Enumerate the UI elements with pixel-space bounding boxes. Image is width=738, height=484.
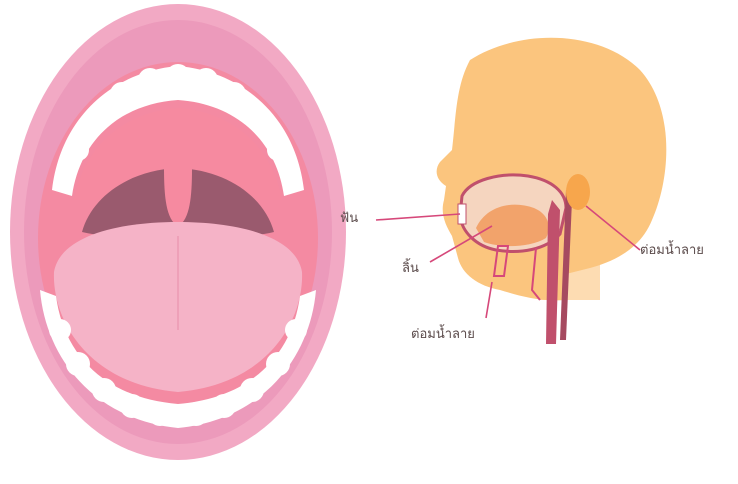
open-mouth-front-view: [10, 4, 346, 460]
teeth-label: ฟัน: [340, 212, 358, 225]
salivary-gland-label-right: ต่อมน้ำลาย: [640, 244, 704, 257]
tongue-label: ลิ้น: [402, 262, 419, 275]
salivary-gland-parotid: [566, 174, 590, 210]
salivary-gland-label-bottom: ต่อมน้ำลาย: [411, 328, 475, 341]
leader-gland-bottom: [486, 282, 492, 318]
esophagus: [546, 200, 560, 344]
head-side-view: [437, 38, 667, 344]
